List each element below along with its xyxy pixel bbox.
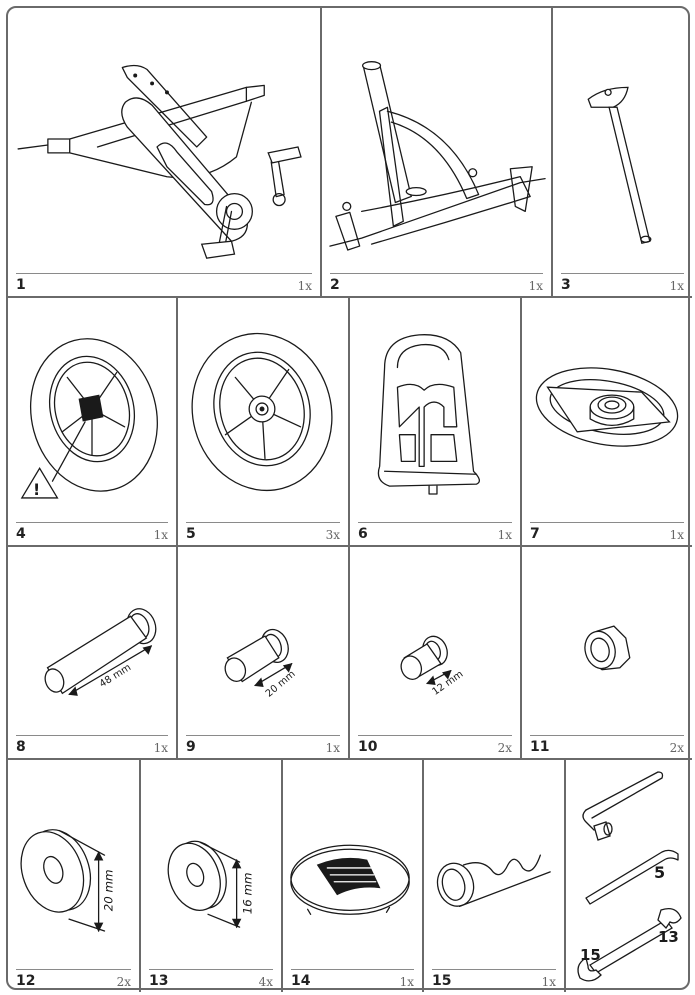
part-number: 7: [530, 526, 540, 542]
part-quantity: 1x: [153, 528, 168, 542]
part-quantity: 1x: [297, 279, 312, 293]
part-cell-1: 1 1x: [8, 8, 322, 298]
part-quantity: 2x: [669, 741, 684, 755]
part-quantity: 3x: [325, 528, 340, 542]
divider: [186, 521, 340, 523]
parts-sheet: 1 1x 2 1x: [6, 6, 692, 992]
main-frame-illustration: [322, 8, 551, 272]
part-quantity: 2x: [116, 975, 131, 989]
divider: [530, 521, 684, 523]
part-cell-8: 48 mm 8 1x: [8, 547, 178, 760]
seat-illustration: [350, 298, 520, 521]
warning-triangle-icon: [20, 467, 59, 499]
socket-wrench-icon: [582, 771, 664, 841]
hub-cap-illustration: [283, 760, 422, 968]
cotter-pin-illustration: [424, 760, 564, 968]
drive-wheel-illustration: !: [8, 298, 176, 521]
washer-20mm-illustration: 20 mm: [8, 760, 139, 968]
part-number: 13: [149, 973, 169, 989]
rear-frame-illustration: [8, 8, 320, 272]
part-cell-14: 14 1x: [283, 760, 424, 992]
tools-illustration: 5 13 15: [577, 771, 682, 982]
divider: [358, 521, 512, 523]
spanner-icon: 13 15: [577, 907, 682, 982]
part-cell-4: ! 4 1x: [8, 298, 178, 547]
axle-pin-20mm-illustration: 20 mm: [178, 547, 348, 734]
divider: [16, 734, 168, 736]
washer-16mm-illustration: 16 mm: [141, 760, 281, 968]
seat-post-illustration: [553, 8, 692, 272]
part-quantity: 1x: [399, 975, 414, 989]
part-cell-11: 11 2x: [522, 547, 692, 760]
spanner-size-right-label: 13: [658, 928, 679, 946]
part-cell-5: 5 3x: [178, 298, 350, 547]
divider: [561, 272, 684, 274]
part-cell-2: 2 1x: [322, 8, 553, 298]
part-quantity: 1x: [669, 279, 684, 293]
divider: [530, 734, 684, 736]
part-cell-9: 20 mm 9 1x: [178, 547, 350, 760]
dimension-label: 20 mm: [264, 669, 298, 700]
divider: [291, 968, 414, 970]
part-number: 10: [358, 739, 378, 755]
part-quantity: 4x: [258, 975, 273, 989]
part-number: 3: [561, 277, 571, 293]
hex-key-icon: 5: [585, 849, 679, 905]
tools-cell: 5 13 15: [566, 760, 692, 992]
part-cell-15: 15 1x: [424, 760, 566, 992]
part-cell-6: 6 1x: [350, 298, 522, 547]
divider: [358, 734, 512, 736]
part-number: 11: [530, 739, 550, 755]
part-number: 9: [186, 739, 196, 755]
part-number: 12: [16, 973, 36, 989]
part-quantity: 1x: [528, 279, 543, 293]
lock-nut-illustration: [522, 547, 692, 734]
part-number: 4: [16, 526, 26, 542]
axle-pin-48mm-illustration: 48 mm: [8, 547, 176, 734]
part-cell-12: 20 mm 12 2x: [8, 760, 141, 992]
divider: [16, 272, 312, 274]
spanner-size-left-label: 15: [580, 946, 601, 964]
divider: [186, 734, 340, 736]
part-cell-3: 3 1x: [553, 8, 692, 298]
part-number: 5: [186, 526, 196, 542]
part-number: 14: [291, 973, 311, 989]
part-quantity: 2x: [497, 741, 512, 755]
part-number: 2: [330, 277, 340, 293]
part-cell-13: 16 mm 13 4x: [141, 760, 283, 992]
svg-text:!: !: [33, 480, 40, 499]
part-number: 6: [358, 526, 368, 542]
divider: [16, 968, 131, 970]
part-quantity: 1x: [497, 528, 512, 542]
steering-wheel-illustration: [522, 298, 692, 521]
part-cell-10: 12 mm 10 2x: [350, 547, 522, 760]
part-quantity: 1x: [669, 528, 684, 542]
dimension-label: 16 mm: [240, 872, 254, 914]
divider: [432, 968, 556, 970]
part-quantity: 1x: [541, 975, 556, 989]
part-number: 15: [432, 973, 452, 989]
hex-key-size-label: 5: [654, 863, 665, 882]
wheel-illustration: [178, 298, 348, 521]
divider: [16, 521, 168, 523]
part-quantity: 1x: [153, 741, 168, 755]
axle-pin-12mm-illustration: 12 mm: [350, 547, 520, 734]
part-number: 8: [16, 739, 26, 755]
dimension-label: 20 mm: [101, 870, 115, 912]
divider: [149, 968, 273, 970]
part-quantity: 1x: [325, 741, 340, 755]
divider: [330, 272, 543, 274]
part-cell-7: 7 1x: [522, 298, 692, 547]
part-number: 1: [16, 277, 26, 293]
